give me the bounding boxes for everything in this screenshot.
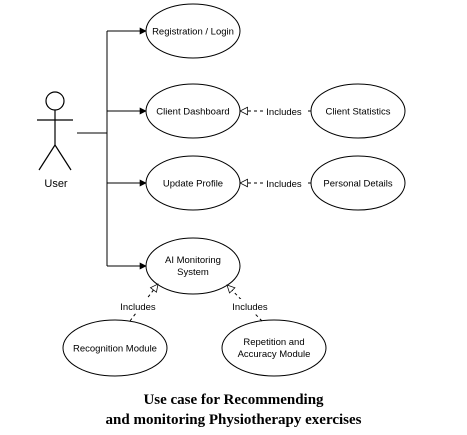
use-case-registration: Registration / Login bbox=[145, 3, 241, 59]
diagram-caption-line-1: Use case for Recommending bbox=[143, 392, 324, 408]
include-personal-label: Includes bbox=[266, 179, 302, 190]
use-case-repetition-accuracy-label-1: Repetition and bbox=[243, 337, 304, 348]
use-case-repetition-accuracy-label-2: Accuracy Module bbox=[238, 349, 311, 360]
use-case-diagram: User Registration / Login Client Dashboa… bbox=[37, 3, 406, 377]
include-statistics-label-bg bbox=[263, 104, 305, 118]
diagram-caption-line-2: and monitoring Physiotherapy exercises bbox=[105, 412, 362, 428]
use-case-client-dashboard: Client Dashboard bbox=[145, 83, 241, 139]
use-case-client-statistics: Client Statistics bbox=[310, 83, 406, 139]
include-recognition-label: Includes bbox=[120, 302, 156, 313]
include-personal-label-bg bbox=[263, 176, 305, 190]
use-case-repetition-accuracy: Repetition and Accuracy Module bbox=[221, 319, 327, 377]
include-repetition-label-bg bbox=[229, 299, 271, 313]
actor-label: User bbox=[44, 178, 68, 190]
use-case-registration-label: Registration / Login bbox=[152, 27, 234, 38]
use-case-client-dashboard-label: Client Dashboard bbox=[156, 107, 229, 118]
actor-user bbox=[37, 91, 73, 171]
use-case-personal-details-label: Personal Details bbox=[323, 179, 392, 190]
use-case-recognition-module: Recognition Module bbox=[62, 319, 168, 377]
use-case-update-profile: Update Profile bbox=[145, 155, 241, 211]
use-case-client-statistics-label: Client Statistics bbox=[326, 107, 391, 118]
use-case-ai-monitoring: AI Monitoring System bbox=[145, 237, 241, 295]
use-case-update-profile-label: Update Profile bbox=[163, 179, 223, 190]
use-case-recognition-module-label: Recognition Module bbox=[73, 344, 157, 355]
association-lines bbox=[77, 31, 108, 266]
use-case-personal-details: Personal Details bbox=[310, 155, 406, 211]
include-recognition-line bbox=[129, 284, 158, 322]
use-case-ai-monitoring-label-2: System bbox=[177, 267, 209, 278]
use-case-ai-monitoring-label-1: AI Monitoring bbox=[165, 255, 221, 266]
include-statistics-label: Includes bbox=[266, 107, 302, 118]
include-repetition-label: Includes bbox=[232, 302, 268, 313]
include-recognition-label-bg bbox=[117, 299, 159, 313]
